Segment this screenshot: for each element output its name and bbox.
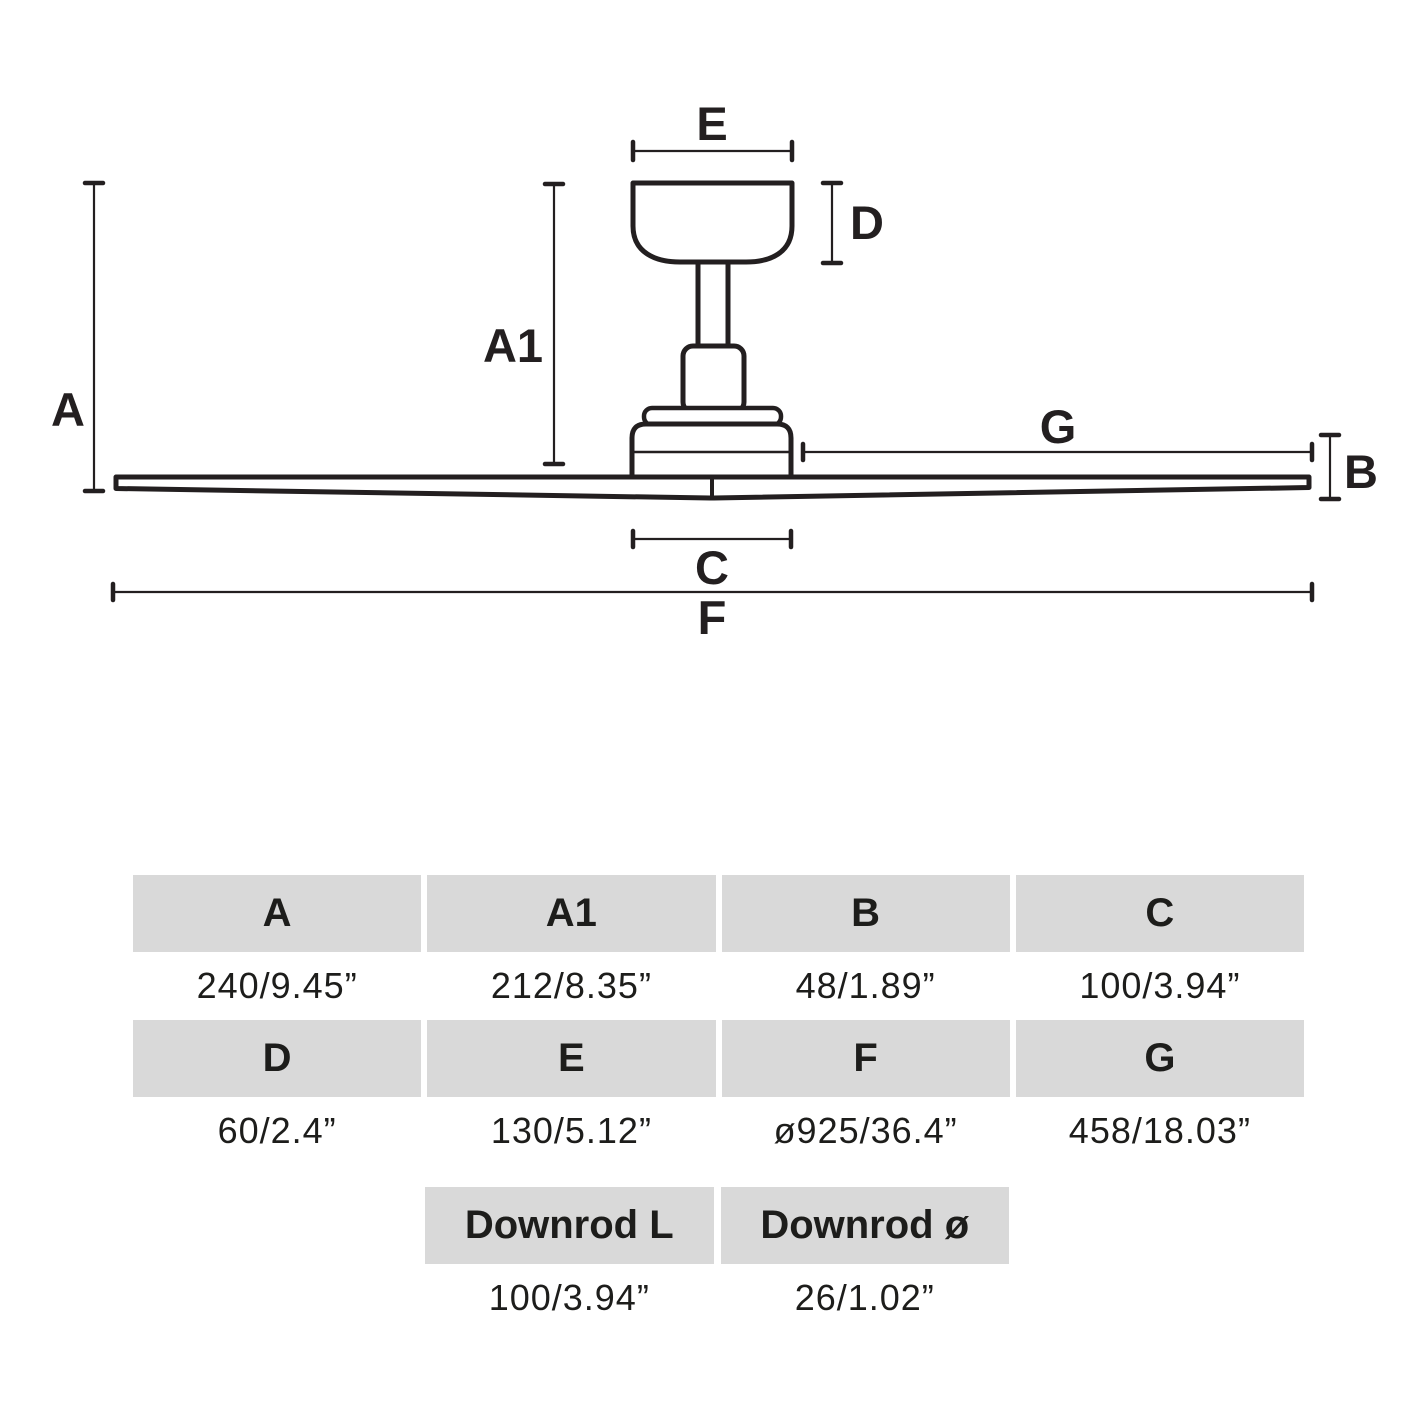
table-header-row-3: Downrod L Downrod ø <box>425 1187 1009 1264</box>
dimension-G: G <box>800 400 1315 463</box>
table-header-a: A <box>133 875 422 952</box>
canopy-shape <box>630 180 795 265</box>
table-value-g: 458/18.03” <box>1068 1110 1251 1151</box>
motor-body-shape <box>629 421 794 480</box>
table-value-b: 48/1.89” <box>795 965 936 1006</box>
dimension-label-f: F <box>698 591 727 644</box>
table-header-row-2: D E F G <box>133 1020 1304 1097</box>
table-value-d: 60/2.4” <box>217 1110 337 1151</box>
dimension-C: C <box>630 528 794 594</box>
table-header-b: B <box>721 875 1010 952</box>
dimension-F: F <box>110 581 1315 644</box>
fan-drawing <box>113 180 1312 501</box>
table-value-row-1: 240/9.45” 212/8.35” 48/1.89” 100/3.94” <box>133 952 1304 1020</box>
dimension-label-a: A <box>51 383 85 436</box>
table-value-row-3: 100/3.94” 26/1.02” <box>425 1264 1009 1332</box>
table-header-row-1: A A1 B C <box>133 875 1304 952</box>
table-header-g: G <box>1015 1020 1304 1097</box>
table-value-downrod-dia: 26/1.02” <box>794 1277 935 1318</box>
coupler-shape <box>680 343 747 415</box>
table-value-a: 240/9.45” <box>196 965 358 1006</box>
dimension-label-c: C <box>695 541 729 594</box>
dimension-label-a1: A1 <box>483 319 543 372</box>
dimension-E: E <box>630 97 795 163</box>
dimension-label-e: E <box>696 97 727 150</box>
dimension-A: A <box>51 180 106 494</box>
dimension-B: B <box>1318 432 1378 502</box>
dimension-label-d: D <box>850 196 884 249</box>
table-header-downrod-dia: Downrod ø <box>720 1187 1009 1264</box>
dimension-label-g: G <box>1040 400 1077 453</box>
table-header-f: F <box>721 1020 1010 1097</box>
dimension-label-b: B <box>1344 445 1378 498</box>
dimension-D: D <box>820 180 884 266</box>
table-value-f: ø925/36.4” <box>773 1110 958 1151</box>
table-value-c: 100/3.94” <box>1079 965 1241 1006</box>
table-value-row-2: 60/2.4” 130/5.12” ø925/36.4” 458/18.03” <box>133 1097 1304 1165</box>
table-value-a1: 212/8.35” <box>490 965 652 1006</box>
dimension-A1: A1 <box>483 181 566 467</box>
table-value-downrod-l: 100/3.94” <box>488 1277 650 1318</box>
table-header-e: E <box>427 1020 716 1097</box>
table-value-e: 130/5.12” <box>490 1110 652 1151</box>
table-header-a1: A1 <box>427 875 716 952</box>
table-header-d: D <box>133 1020 422 1097</box>
table-header-c: C <box>1015 875 1304 952</box>
table-header-downrod-l: Downrod L <box>425 1187 714 1264</box>
